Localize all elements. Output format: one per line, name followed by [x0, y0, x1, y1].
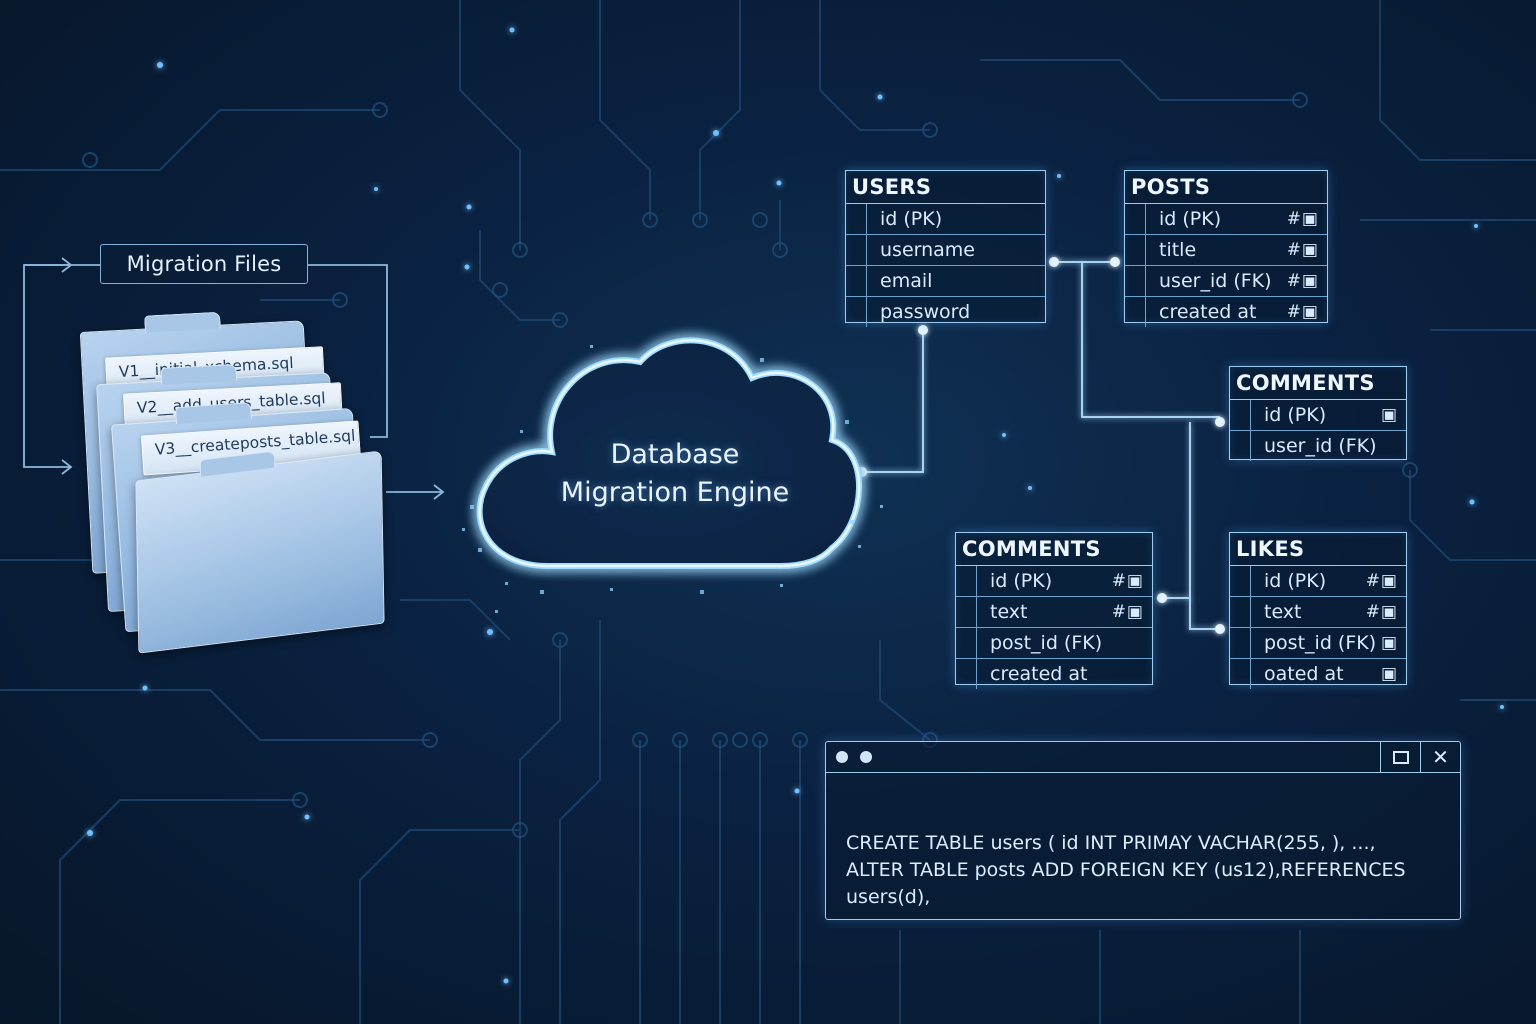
users-row-username: username	[846, 235, 1045, 266]
hash-table-icon: #▣	[1286, 240, 1319, 260]
likes-row-id: id (PK)#▣	[1230, 566, 1406, 597]
hash-table-icon: #▣	[1111, 571, 1144, 591]
likes-row-text: text#▣	[1230, 597, 1406, 628]
terminal-title-bar[interactable]: ✕	[826, 742, 1460, 773]
comments-row-created-at: created at	[956, 659, 1152, 689]
window-dot-icon[interactable]	[860, 751, 872, 763]
comments-small-row-user-id: user_id (FK)	[1230, 431, 1406, 461]
posts-row-user-id: user_id (FK)#▣	[1125, 266, 1327, 297]
folder-front-icon	[135, 450, 385, 654]
cloud-particles	[462, 345, 883, 613]
maximize-icon	[1392, 750, 1409, 764]
likes-row-created-at: oated at▣	[1230, 659, 1406, 689]
likes-row-post-id: post_id (FK)▣	[1230, 628, 1406, 659]
comments-small-row-id: id (PK)▣	[1230, 400, 1406, 431]
posts-row-title: title#▣	[1125, 235, 1327, 266]
window-dot-icon[interactable]	[836, 751, 848, 763]
hash-table-icon: #▣	[1286, 302, 1319, 322]
likes-table[interactable]: LIKES id (PK)#▣ text#▣ post_id (FK)▣ oat…	[1229, 532, 1407, 689]
users-row-password: password	[846, 297, 1045, 327]
comments-row-text: text#▣	[956, 597, 1152, 628]
table-icon: ▣	[1380, 633, 1398, 653]
posts-table-title: POSTS	[1125, 171, 1327, 204]
comments-row-post-id: post_id (FK)	[956, 628, 1152, 659]
circuit-nodes	[82, 92, 1418, 838]
likes-table-title: LIKES	[1230, 533, 1406, 566]
comments-table-title: COMMENTS	[956, 533, 1152, 566]
users-table[interactable]: USERS id (PK) username email password	[845, 170, 1046, 327]
close-button[interactable]: ✕	[1420, 742, 1460, 772]
hash-table-icon: #▣	[1111, 602, 1144, 622]
comments-table[interactable]: COMMENTS id (PK)#▣ text#▣ post_id (FK) c…	[955, 532, 1153, 689]
users-row-id: id (PK)	[846, 204, 1045, 235]
users-table-title: USERS	[846, 171, 1045, 204]
hash-table-icon: #▣	[1286, 209, 1319, 229]
flow-arrows	[23, 257, 445, 500]
table-icon: ▣	[1380, 664, 1398, 684]
posts-row-created-at: created at#▣	[1125, 297, 1327, 327]
migration-engine-cloud: Database Migration Engine	[520, 436, 830, 512]
close-icon: ✕	[1432, 745, 1449, 769]
er-connectors	[862, 261, 1220, 630]
hash-table-icon: #▣	[1365, 571, 1398, 591]
migration-files-label: Migration Files	[100, 244, 308, 284]
posts-table[interactable]: POSTS id (PK)#▣ title#▣ user_id (FK)#▣ c…	[1124, 170, 1328, 327]
sql-line-3: users(d),	[846, 886, 931, 908]
hash-table-icon: #▣	[1286, 271, 1319, 291]
engine-title-line1: Database	[610, 439, 740, 470]
terminal-sql-output: CREATE TABLE users ( id INT PRIMAY VACHA…	[846, 830, 1440, 911]
hash-table-icon: #▣	[1365, 602, 1398, 622]
glow-dots	[87, 27, 1504, 984]
cloud-icon	[476, 337, 862, 569]
sql-terminal-window[interactable]: ✕ CREATE TABLE users ( id INT PRIMAY VAC…	[825, 741, 1461, 920]
comments-table-small[interactable]: COMMENTS id (PK)▣ user_id (FK)	[1229, 366, 1407, 461]
maximize-button[interactable]	[1380, 742, 1420, 772]
users-row-email: email	[846, 266, 1045, 297]
sql-line-1: CREATE TABLE users ( id INT PRIMAY VACHA…	[846, 832, 1376, 854]
comments-row-id: id (PK)#▣	[956, 566, 1152, 597]
sql-line-2: ALTER TABLE posts ADD FOREIGN KEY (us12)…	[846, 859, 1406, 881]
connector-dots	[857, 257, 1225, 634]
posts-row-id: id (PK)#▣	[1125, 204, 1327, 235]
table-icon: ▣	[1380, 405, 1398, 425]
engine-title-line2: Migration Engine	[560, 477, 790, 508]
comments-small-title: COMMENTS	[1230, 367, 1406, 400]
